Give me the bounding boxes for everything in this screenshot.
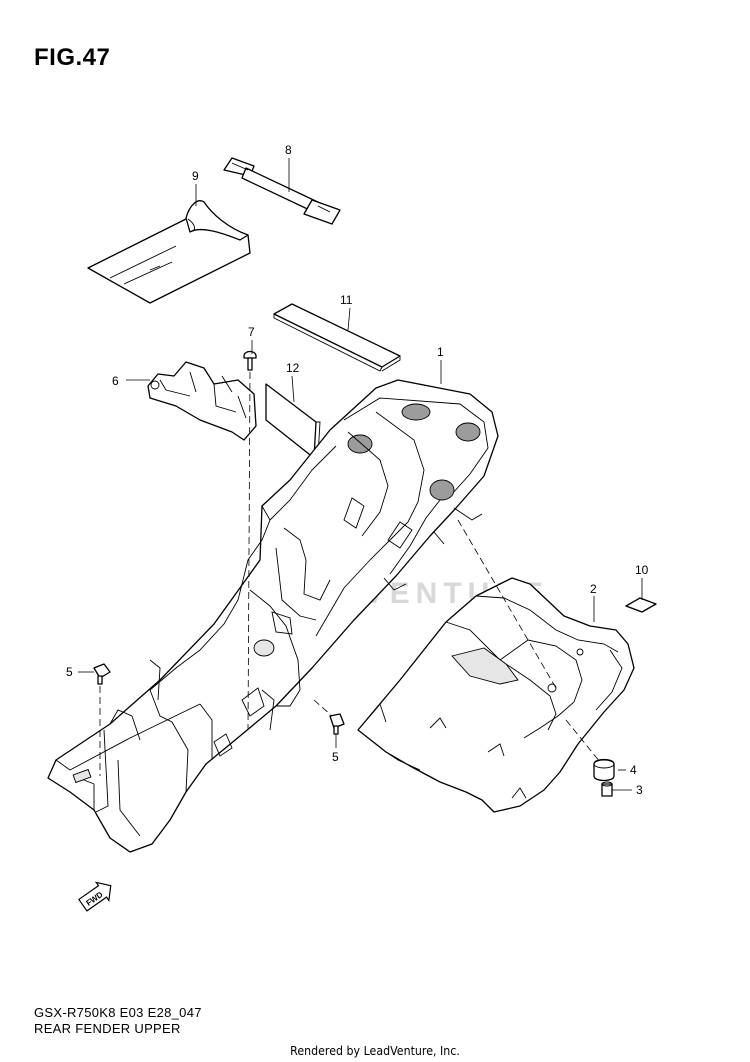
figure-caption: REAR FENDER UPPER: [34, 1021, 181, 1036]
callout-1: 1: [437, 345, 444, 359]
callout-7: 7: [248, 325, 255, 339]
part-4-grommet[interactable]: [593, 758, 615, 782]
part-9-manual-bag[interactable]: [87, 200, 251, 304]
callout-6: 6: [112, 374, 119, 388]
figure-title: FIG.47: [34, 44, 111, 71]
part-10-cushion[interactable]: [625, 597, 657, 613]
callout-2: 2: [590, 582, 597, 596]
fwd-arrow-icon: FWD: [78, 881, 112, 912]
model-code: GSX-R750K8 E03 E28_047: [34, 1005, 202, 1020]
leader-lines: [78, 158, 643, 791]
callout-11: 11: [340, 293, 353, 307]
part-12-cushion-pad[interactable]: [265, 383, 321, 459]
part-8-rubber-strap[interactable]: [223, 157, 341, 225]
part-6-bracket[interactable]: [147, 361, 257, 441]
part-5-bolt-left[interactable]: [93, 663, 111, 685]
callout-8: 8: [285, 143, 292, 157]
callout-12: 12: [286, 361, 300, 375]
callout-4: 4: [630, 763, 637, 777]
callout-3: 3: [636, 783, 643, 797]
callout-5-left: 5: [66, 665, 73, 679]
callout-10: 10: [635, 563, 649, 577]
part-7-screw[interactable]: [243, 350, 257, 371]
part-5-bolt-right[interactable]: [329, 713, 345, 735]
render-credit: Rendered by LeadVenture, Inc.: [290, 1044, 460, 1058]
part-11-cushion-pad[interactable]: [273, 303, 401, 372]
callout-numbers: 8 9 11 7 12 6 1 2 10 4 3 5 5: [66, 143, 649, 797]
callout-5-right: 5: [332, 750, 339, 764]
part-2-rear-fender-cover[interactable]: [357, 577, 635, 813]
part-3-collar[interactable]: [601, 781, 613, 797]
part-1-rear-fender[interactable]: [47, 379, 499, 853]
callout-9: 9: [192, 169, 199, 183]
